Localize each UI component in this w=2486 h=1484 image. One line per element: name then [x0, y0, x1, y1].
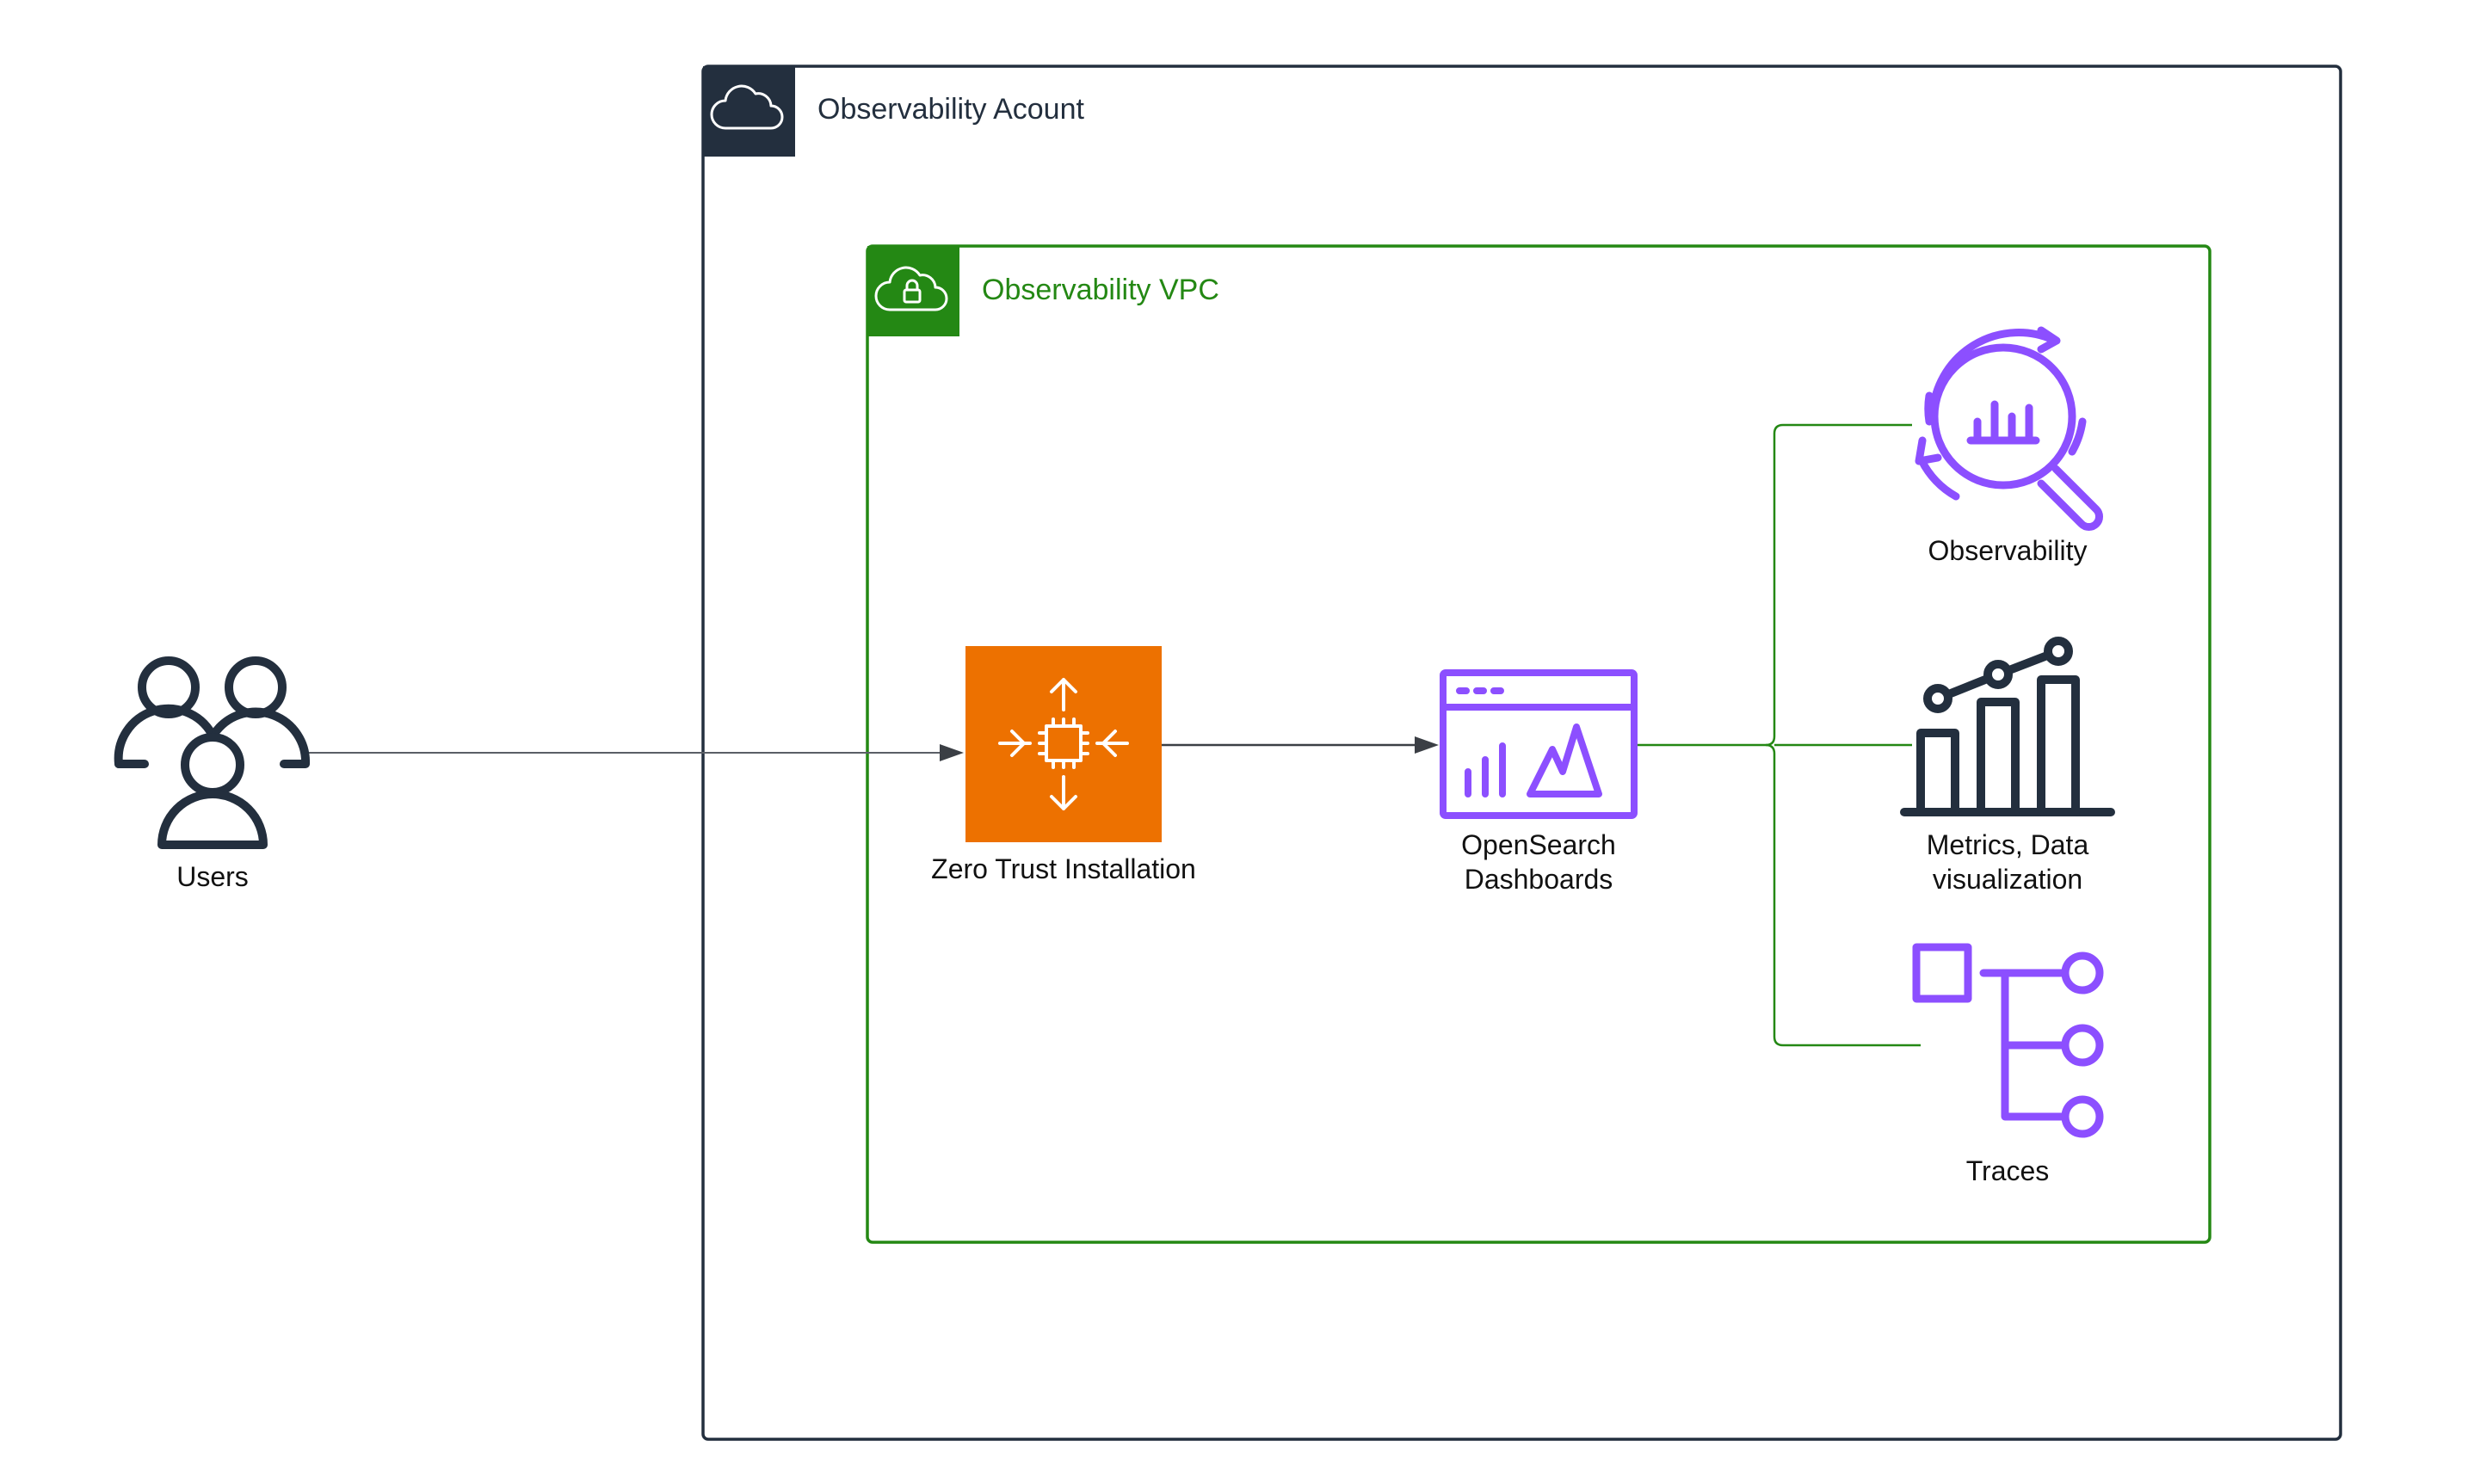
arrowhead [1415, 736, 1439, 754]
metrics-label-line2: visualization [1932, 864, 2083, 895]
vpc-group-title: Observability VPC [982, 274, 1219, 306]
users-icon [114, 656, 311, 849]
opensearch-label-line1: OpenSearch [1461, 829, 1616, 860]
vpc-group-border [866, 244, 2211, 1244]
metrics-label-line1: Metrics, Data [1926, 829, 2089, 860]
zero-trust-tile [965, 646, 1162, 842]
processor-expand-icon [998, 678, 1129, 810]
observability-label: Observability [1928, 535, 2088, 566]
opensearch-label: OpenSearch Dashboards [1410, 828, 1668, 896]
account-group-title: Observability Acount [817, 93, 1084, 126]
trace-tree-icon [1912, 943, 2104, 1138]
traces-label: Traces [1965, 1155, 2050, 1186]
dashboard-icon [1440, 669, 1638, 819]
vpc-cloud-lock-icon [874, 266, 948, 311]
cloud-icon [710, 84, 784, 130]
magnifier-chart-icon [1915, 326, 2103, 531]
bar-line-chart-icon [1900, 637, 2115, 816]
zero-trust-label: Zero Trust Installation [931, 853, 1196, 884]
metrics-label: Metrics, Data visualization [1878, 828, 2137, 896]
arrowhead [940, 744, 964, 761]
users-label: Users [176, 861, 249, 892]
edges-opensearch-to-outputs [1637, 423, 1921, 1047]
opensearch-label-line2: Dashboards [1464, 864, 1613, 895]
